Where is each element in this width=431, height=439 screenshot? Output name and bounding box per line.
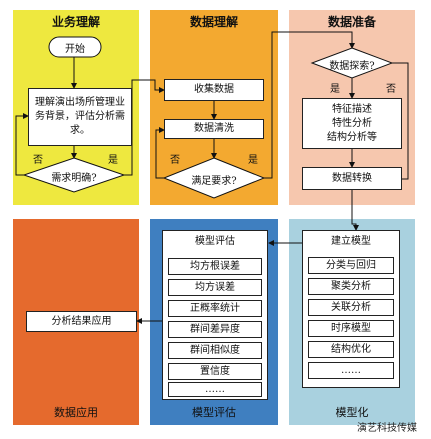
data-transform-box: 数据转换 <box>302 167 402 190</box>
evaluation-metric: …… <box>168 382 262 397</box>
panel-title-data-understanding: 数据理解 <box>189 15 238 29</box>
collect-data-box: 收集数据 <box>164 79 264 101</box>
evaluation-metric: 正概率统计 <box>168 300 262 317</box>
evaluation-metric: 群间差异度 <box>168 321 262 338</box>
data-yes-label: 是 <box>248 155 258 166</box>
business-no-label: 否 <box>33 155 43 166</box>
model-item: 时序模型 <box>308 320 394 337</box>
explore-yes-label: 是 <box>330 84 340 95</box>
clean-data-box: 数据清洗 <box>164 119 264 139</box>
business-yes-label: 是 <box>108 155 118 166</box>
evaluation-metric: 均方误差 <box>168 279 262 296</box>
evaluation-metric: 群间相似度 <box>168 342 262 359</box>
model-item: 聚类分析 <box>308 278 394 295</box>
data-decision-label: 满足要求? <box>191 176 237 187</box>
analyze-requirements-box: 理解演出场所管理业务背景，评估分析需求。 <box>28 88 132 146</box>
explore-decision-label: 数据探索? <box>329 61 375 72</box>
build-model-title: 建立模型 <box>331 236 371 247</box>
feature-analysis-box: 特征描述 特性分析 结构分析等 <box>302 98 402 149</box>
watermark-text: 演艺科技传媒 <box>357 423 417 434</box>
panel-title-evaluation: 模型评估 <box>192 406 236 419</box>
start-terminal-shape <box>48 36 102 58</box>
apply-results-box: 分析结果应用 <box>26 311 137 332</box>
explore-no-label: 否 <box>386 84 396 95</box>
panel-title-modeling: 模型化 <box>335 406 369 419</box>
model-item: 结构优化 <box>308 341 394 358</box>
model-item: 关联分析 <box>308 299 394 316</box>
explore-decision-shape <box>310 47 394 79</box>
panel-title-application: 数据应用 <box>54 406 98 419</box>
evaluation-metric: 均方根误差 <box>168 258 262 275</box>
business-decision-shape <box>22 157 126 193</box>
evaluation-title: 模型评估 <box>195 236 235 247</box>
panel-title-data-prep: 数据准备 <box>327 15 376 29</box>
business-decision-label: 需求明确? <box>51 173 97 184</box>
data-no-label: 否 <box>170 155 180 166</box>
model-item: …… <box>308 362 394 379</box>
evaluation-metric: 置信度 <box>168 363 262 380</box>
panel-title-business: 业务理解 <box>51 15 100 29</box>
model-item: 分类与回归 <box>308 257 394 274</box>
start-label: 开始 <box>65 44 85 55</box>
data-decision-shape <box>162 157 266 199</box>
